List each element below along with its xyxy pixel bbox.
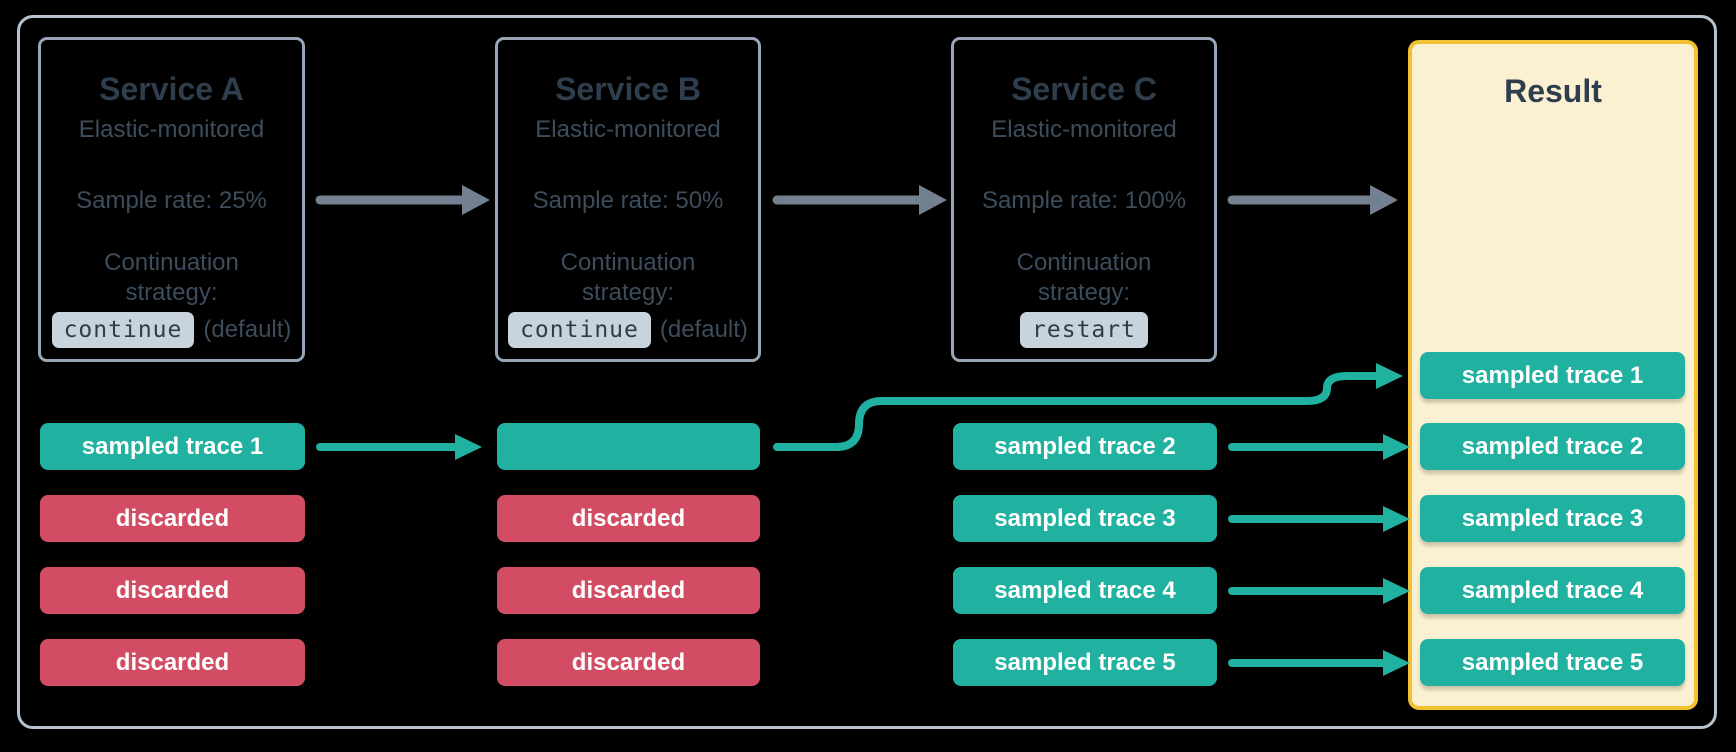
service-c-sample-rate: Sample rate: 100% (981, 187, 1187, 214)
service-a-monitoring: Elastic-monitored (78, 116, 265, 143)
service-b-strategy-code-badge: continue (508, 312, 651, 348)
trace-chip: sampled trace 2 (953, 423, 1217, 470)
result-trace-chip: sampled trace 2 (1420, 423, 1685, 470)
service-b-strategy-note: (default) (659, 316, 748, 343)
service-b-continuation-label: Continuation strategy: (560, 249, 696, 306)
service-c-title: Service C (1011, 71, 1157, 107)
service-a-sample-rate: Sample rate: 25% (76, 187, 267, 214)
service-b-monitoring: Elastic-monitored (535, 116, 721, 143)
service-a-box: Service A Elastic-monitored Sample rate:… (38, 37, 305, 362)
trace-chip: discarded (497, 495, 760, 542)
service-b-strategy-row: continue (default) (508, 311, 748, 349)
service-c-strategy-row: restart (1020, 311, 1148, 349)
trace-chip: sampled trace 3 (953, 495, 1217, 542)
trace-chip: sampled trace 5 (953, 639, 1217, 686)
service-a-strategy-note: (default) (203, 316, 292, 343)
service-a-strategy-code-badge: continue (51, 312, 195, 348)
trace-chip: discarded (40, 495, 305, 542)
service-c-strategy-code-badge: restart (1020, 312, 1148, 348)
result-trace-chip: sampled trace 1 (1420, 352, 1685, 399)
trace-chip: discarded (40, 567, 305, 614)
service-c-box: Service C Elastic-monitored Sample rate:… (951, 37, 1217, 362)
result-trace-chip: sampled trace 4 (1420, 567, 1685, 614)
service-a-title: Service A (99, 71, 244, 107)
trace-chip: discarded (497, 639, 760, 686)
service-b-box: Service B Elastic-monitored Sample rate:… (495, 37, 761, 362)
service-a-strategy-row: continue (default) (51, 311, 292, 349)
service-c-continuation-label: Continuation strategy: (1016, 249, 1152, 306)
result-title: Result (1504, 73, 1602, 109)
trace-chip: discarded (40, 639, 305, 686)
trace-chip: sampled trace 4 (953, 567, 1217, 614)
result-trace-chip: sampled trace 5 (1420, 639, 1685, 686)
service-b-title: Service B (555, 71, 701, 107)
service-c-monitoring: Elastic-monitored (991, 116, 1177, 143)
service-b-sample-rate: Sample rate: 50% (532, 187, 724, 214)
trace-chip: discarded (497, 567, 760, 614)
trace-chip-unlabeled (497, 423, 760, 470)
trace-chip: sampled trace 1 (40, 423, 305, 470)
diagram-frame (17, 15, 1717, 729)
service-a-continuation-label: Continuation strategy: (104, 249, 239, 306)
result-trace-chip: sampled trace 3 (1420, 495, 1685, 542)
